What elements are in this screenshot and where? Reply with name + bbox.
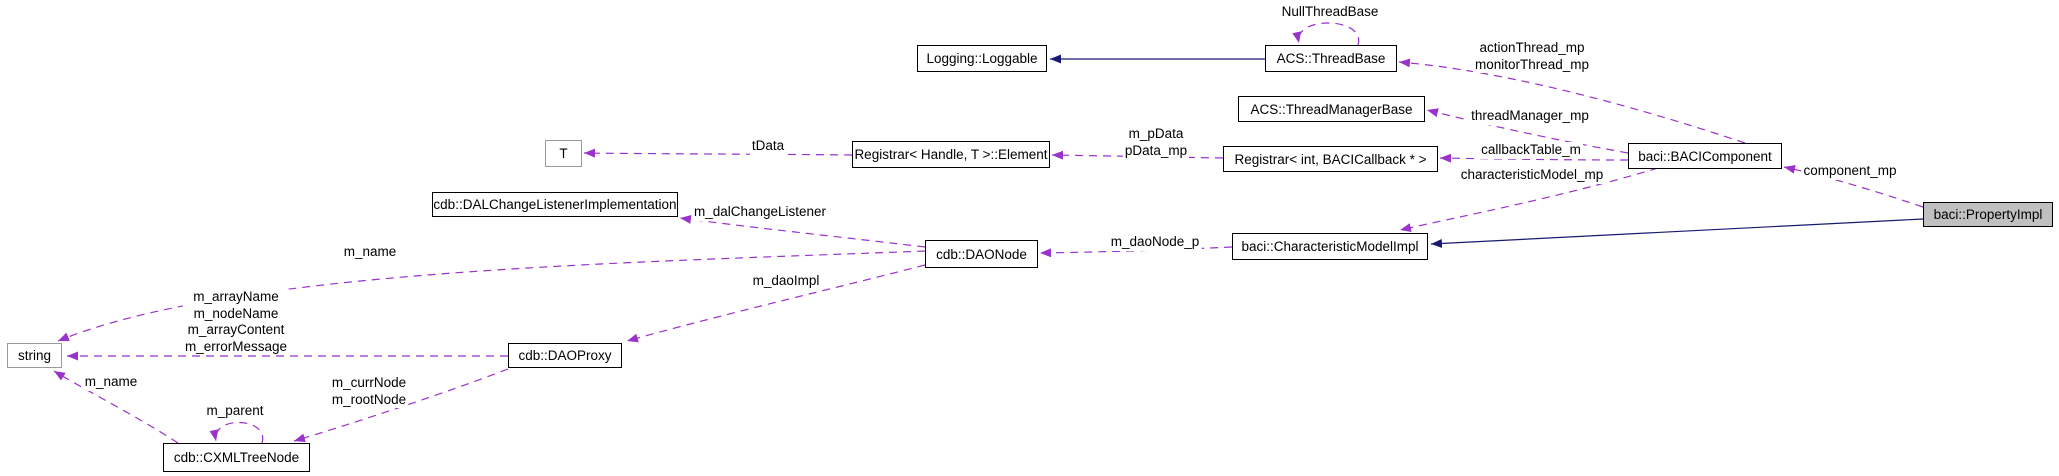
edge-dao-node-m-name: [57, 250, 926, 342]
edge-label-nullthreadbase: NullThreadBase: [1279, 4, 1381, 21]
node-cdb-cxmltreenode[interactable]: cdb::CXMLTreeNode: [163, 443, 310, 472]
edge-dal-change-listener: [679, 214, 926, 248]
node-baci-propertyimpl: baci::PropertyImpl: [1923, 202, 2053, 227]
edge-label-m-name-daonode: m_name: [341, 244, 399, 261]
edge-component-mp: [1783, 164, 1924, 208]
edge-label-callbacktable-m: callbackTable_m: [1479, 142, 1583, 159]
edge-label-m-dalchangelistener: m_dalChangeListener: [691, 204, 829, 221]
edge-label-m-daonode-p: m_daoNode_p: [1108, 234, 1202, 251]
node-baci-bacicomponent[interactable]: baci::BACIComponent: [1628, 143, 1782, 169]
edge-label-tdata: tData: [749, 138, 787, 155]
edge-null-thread-base-selfloop: [1292, 22, 1360, 46]
edge-label-mpdata-pdata: m_pData pData_mp: [1122, 126, 1190, 159]
edge-tree-node-m-name: [53, 370, 179, 444]
node-registrar-handle-element[interactable]: Registrar< Handle, T >::Element: [852, 141, 1050, 168]
node-template-t: T: [545, 140, 582, 167]
node-baci-characteristicmodelimpl[interactable]: baci::CharacteristicModelImpl: [1232, 233, 1428, 260]
edge-label-actionthread-monitorthread: actionThread_mp monitorThread_mp: [1472, 40, 1592, 73]
edge-label-m-name-treenode: m_name: [82, 374, 140, 391]
edge-characteristic-model-mp: [1399, 167, 1659, 233]
edge-label-characteristicmodel-mp: characteristicModel_mp: [1458, 167, 1606, 184]
edge-thread-manager: [1426, 108, 1629, 154]
edge-inherit-propertyimpl-characteristicmodel: [1430, 218, 1924, 248]
edge-t-data: [583, 148, 853, 158]
node-string: string: [7, 343, 62, 368]
edge-label-m-currnode-rootnode: m_currNode m_rootNode: [329, 375, 409, 408]
node-acs-threadbase[interactable]: ACS::ThreadBase: [1265, 45, 1397, 72]
edge-dao-impl: [626, 264, 926, 343]
edge-label-threadmanager-mp: threadManager_mp: [1469, 108, 1591, 125]
node-logging-loggable[interactable]: Logging::Loggable: [917, 45, 1047, 72]
node-acs-threadmanagerbase[interactable]: ACS::ThreadManagerBase: [1238, 96, 1425, 122]
edge-label-component-mp: component_mp: [1801, 163, 1899, 180]
node-cdb-dalchangelistenerimplementation[interactable]: cdb::DALChangeListenerImplementation: [432, 192, 678, 217]
edge-dao-node-p: [1039, 246, 1233, 258]
node-registrar-int-bacicallback[interactable]: Registrar< int, BACICallback * >: [1223, 146, 1438, 172]
edge-label-daoproxy-string-members: m_arrayName m_nodeName m_arrayContent m_…: [182, 289, 290, 355]
node-cdb-daoproxy[interactable]: cdb::DAOProxy: [508, 343, 622, 368]
node-cdb-daonode[interactable]: cdb::DAONode: [925, 240, 1038, 268]
edge-action-monitor-thread: [1398, 58, 1746, 144]
edge-label-m-daoimpl: m_daoImpl: [750, 273, 822, 290]
edge-label-m-parent: m_parent: [204, 403, 266, 420]
edge-m-parent-selfloop: [209, 421, 264, 444]
